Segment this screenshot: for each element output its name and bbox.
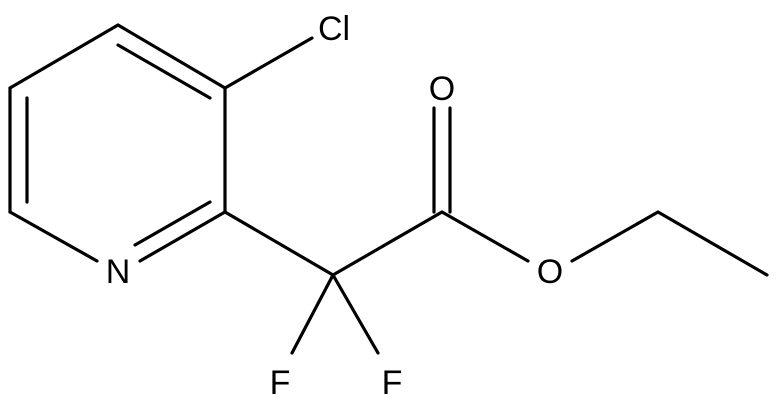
bond-c2-n1 xyxy=(138,210,227,263)
atom-label-fluorine-left: F xyxy=(270,364,291,402)
bond-cf2-f-left xyxy=(290,273,335,355)
atom-label-carbonyl-oxygen: O xyxy=(429,70,455,108)
bond-c2-n1-inner xyxy=(133,200,212,247)
bond-ester-o-ch2 xyxy=(570,210,660,263)
bond-c4-c3-inner xyxy=(116,43,212,100)
bond-c4-c3 xyxy=(116,23,227,90)
bond-ch2-ch3 xyxy=(656,210,769,277)
atom-label-fluorine-right: F xyxy=(382,364,403,402)
atom-labels: Cl O O N F F xyxy=(106,10,564,402)
atom-label-chlorine: Cl xyxy=(318,10,350,48)
bond-n1-c6 xyxy=(8,210,99,263)
bond-c2-cf2 xyxy=(223,210,335,277)
substituent-bonds xyxy=(223,36,769,355)
bond-cf2-carbonyl-c xyxy=(331,210,444,277)
bond-carbonyl-c-ester-o xyxy=(440,210,530,263)
bond-c5-c4 xyxy=(8,23,120,90)
atom-label-ring-nitrogen: N xyxy=(106,253,131,291)
bond-cf2-f-right xyxy=(331,273,380,355)
atom-label-ester-oxygen: O xyxy=(537,253,563,291)
bond-c3-cl xyxy=(223,36,314,90)
pyridine-ring xyxy=(8,23,227,263)
